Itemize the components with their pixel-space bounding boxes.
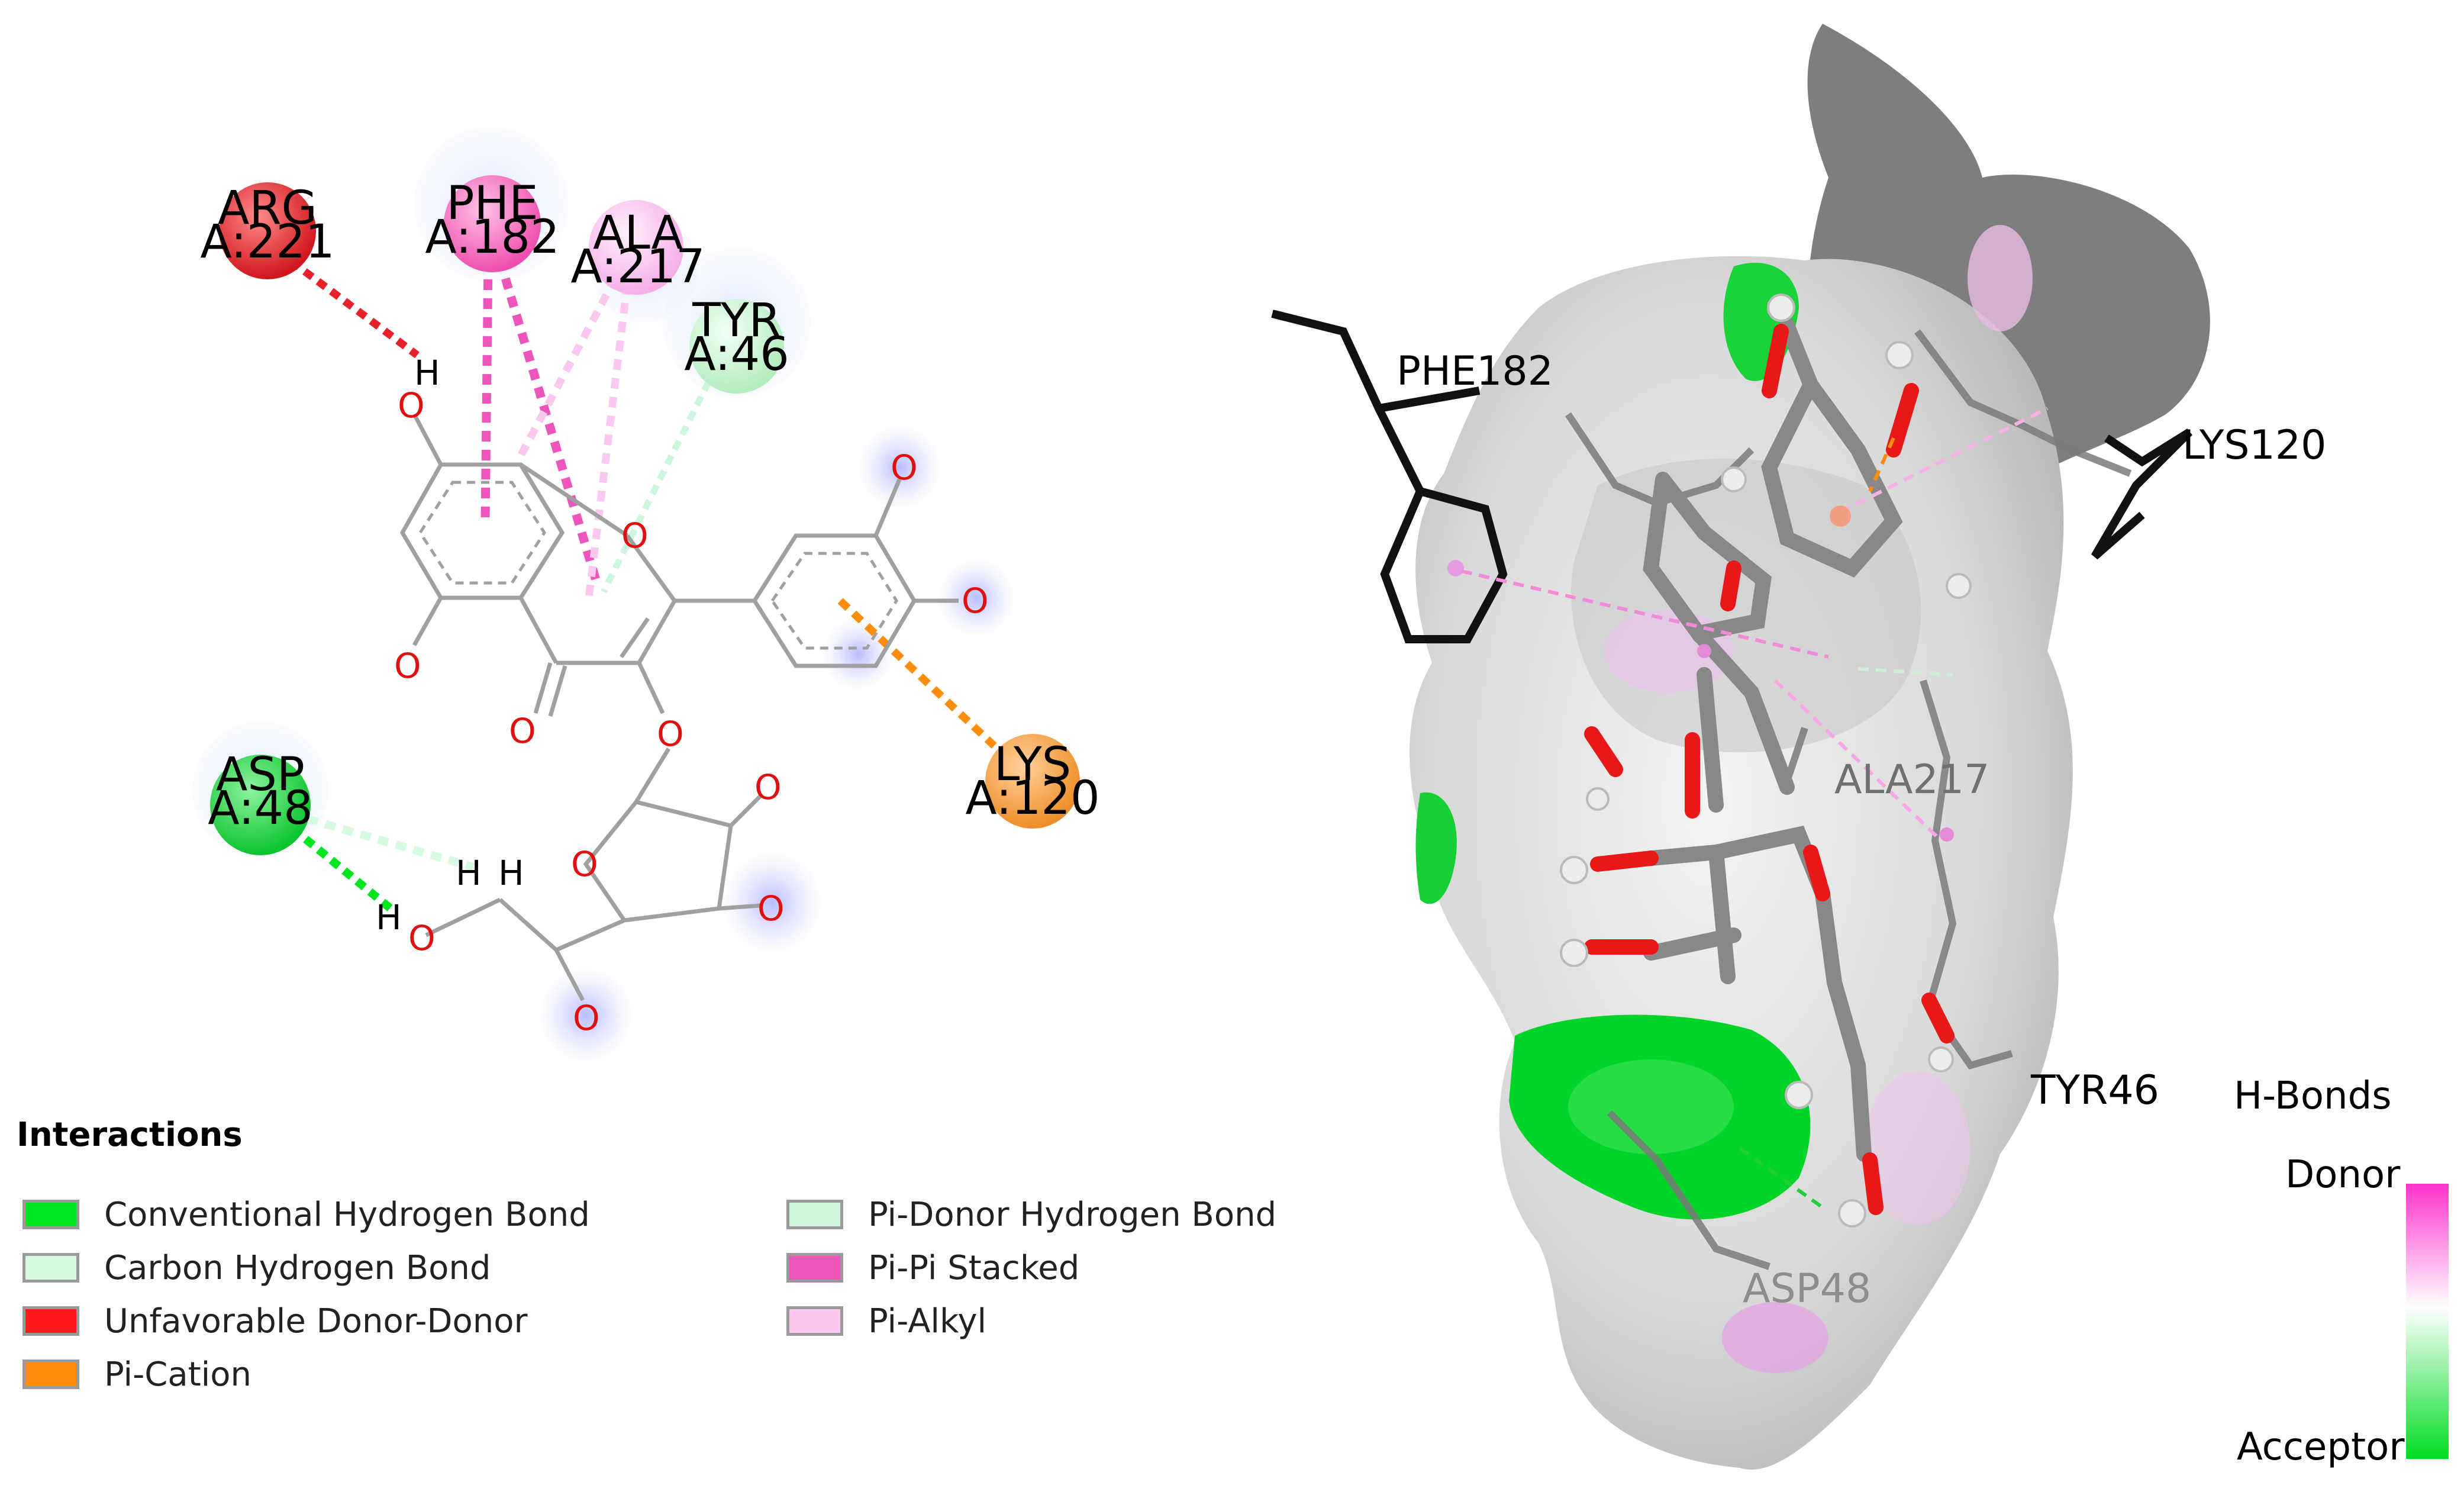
phe182-sticks — [1271, 310, 1508, 643]
hbond-scale-acceptor-label: Acceptor — [2237, 1425, 2405, 1469]
phe182-label: PHE182 — [1397, 348, 1553, 395]
atom-o: O — [621, 516, 649, 556]
residue-disc — [444, 175, 541, 272]
legend-item-pi-alkyl: Pi-Alkyl — [786, 1302, 987, 1341]
unfavorable-donor-donor-line — [276, 248, 420, 359]
residue-name: ALA — [593, 207, 683, 260]
residue-id: A:48 — [208, 782, 313, 835]
legend-label: Pi-Cation — [104, 1355, 251, 1394]
atom-o: O — [891, 447, 918, 488]
hbond-scale-bar — [2406, 1184, 2449, 1459]
atom-o: O — [408, 918, 436, 958]
carbon-hbond-line — [289, 810, 475, 871]
residue-name: ASP — [216, 748, 305, 801]
residue-phe: PHE A:182 — [425, 175, 560, 272]
atom-o: O — [509, 711, 536, 751]
pi-alkyl-line-1 — [585, 284, 631, 598]
atom-o: O — [757, 888, 785, 929]
atom-h: H — [376, 897, 402, 938]
ligand-skeleton — [399, 413, 959, 1001]
legend-swatch — [22, 1253, 79, 1283]
ala217-label: ALA217 — [1834, 756, 1989, 803]
tyr46-label: TYR46 — [2030, 1067, 2159, 1114]
legend-item-pi-pi-stacked: Pi-Pi Stacked — [786, 1249, 1079, 1287]
atom-o: O — [962, 581, 989, 621]
residue-name: ARG — [218, 182, 317, 235]
pi-centroid — [1447, 560, 1464, 576]
residue-name: LYS — [994, 738, 1071, 791]
residue-id: A:46 — [684, 328, 789, 381]
ligand-oxygen-sticks — [1584, 324, 1955, 1215]
atom-o: O — [657, 714, 684, 754]
residue-disc — [985, 734, 1080, 829]
residue-disc — [210, 755, 311, 855]
atom-o: O — [573, 998, 600, 1038]
hbond-scale-title: H-Bonds — [2234, 1074, 2392, 1118]
legend-swatch — [22, 1306, 79, 1336]
residue-sticks-background — [1565, 329, 2132, 1270]
hbond-scale-donor-label: Donor — [2285, 1153, 2401, 1197]
protein-surface — [1410, 256, 2073, 1470]
atom-h: H — [414, 353, 440, 393]
legend-item-unfavorable-donor-donor: Unfavorable Donor-Donor — [22, 1302, 528, 1341]
asp48-label: ASP48 — [1743, 1265, 1871, 1312]
legend-label: Conventional Hydrogen Bond — [104, 1195, 590, 1234]
atom-labels: O H O O O O O O O O O O O H H H — [376, 353, 989, 1038]
legend-label: Carbon Hydrogen Bond — [104, 1248, 491, 1287]
residue-name: PHE — [447, 177, 538, 230]
lys120-label: LYS120 — [2182, 422, 2326, 469]
legend-swatch — [786, 1200, 843, 1229]
legend-label: Unfavorable Donor-Donor — [104, 1302, 528, 1341]
residue-name: TYR — [692, 294, 781, 347]
residue-tyr: TYR A:46 — [684, 294, 789, 394]
residue-arg: ARG A:221 — [200, 182, 335, 279]
atom-o: O — [398, 385, 425, 426]
atom-o: O — [394, 646, 421, 686]
legend-label: Pi-Alkyl — [868, 1302, 987, 1341]
residue-disc — [689, 299, 784, 394]
residue-asp: ASP A:48 — [208, 748, 313, 855]
interaction-lines-3d — [1461, 407, 2049, 1209]
legend-swatch — [22, 1360, 79, 1389]
ligand-2d-diagram: O H O O O O O O O O O O O H H H ARG A:22… — [192, 127, 1100, 1062]
legend-label: Pi-Pi Stacked — [868, 1248, 1080, 1287]
legend-swatch — [22, 1200, 79, 1229]
residue-id: A:120 — [965, 772, 1099, 825]
pi-donor-hbond-line — [601, 365, 719, 594]
legend-title: Interactions — [17, 1116, 243, 1154]
residue-lys: LYS A:120 — [965, 734, 1100, 829]
legend-item-carbon-hbond: Carbon Hydrogen Bond — [22, 1249, 491, 1287]
pi-pi-line-2 — [495, 259, 602, 588]
interactions-legend: Interactions Conventional Hydrogen Bond … — [15, 1116, 1317, 1412]
residue-ala: ALA A:217 — [570, 200, 705, 295]
atom-o: O — [754, 767, 782, 807]
atom-h: H — [498, 853, 524, 893]
residue-id: A:221 — [200, 215, 334, 269]
legend-label: Pi-Donor Hydrogen Bond — [868, 1195, 1277, 1234]
atom-o: O — [571, 844, 598, 884]
ligand-hydrogens — [1560, 294, 1972, 1228]
binding-pocket-3d: PHE182 LYS120 ALA217 TYR46 ASP48 — [1271, 24, 2449, 1470]
legend-swatch — [786, 1306, 843, 1336]
residue-id: A:182 — [425, 211, 559, 264]
atom-h: H — [456, 853, 482, 893]
residue-disc — [219, 182, 316, 279]
residue-id: A:217 — [570, 240, 705, 294]
pi-pi-line-1 — [480, 260, 493, 521]
residue-disc — [589, 200, 683, 295]
legend-item-pi-donor-hbond: Pi-Donor Hydrogen Bond — [786, 1195, 1277, 1234]
legend-item-pi-cation: Pi-Cation — [22, 1355, 251, 1394]
conventional-hbond-line — [290, 825, 394, 912]
legend-swatch — [786, 1253, 843, 1283]
legend-item-conventional-hbond: Conventional Hydrogen Bond — [22, 1195, 590, 1234]
lys120-sticks — [2091, 429, 2192, 560]
pi-alkyl-line-2 — [517, 276, 619, 458]
